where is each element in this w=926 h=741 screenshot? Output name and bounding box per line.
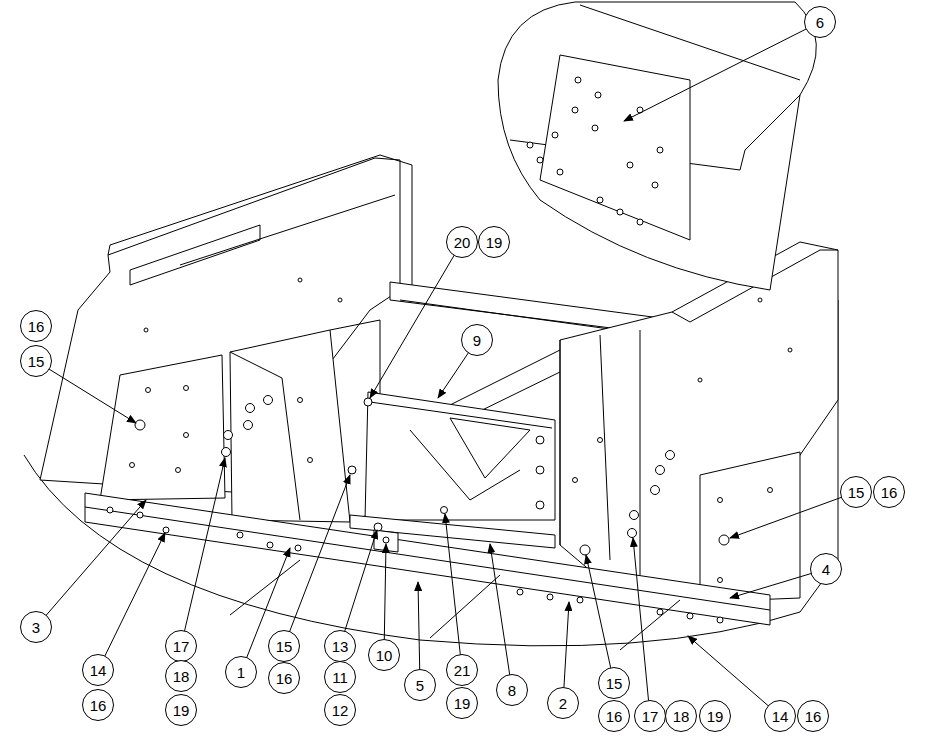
left-upright-bend	[230, 352, 300, 520]
left-gusset	[130, 225, 260, 285]
center-v	[410, 430, 520, 500]
callout-circle: 17	[634, 700, 666, 732]
callout-number: 13	[332, 639, 349, 654]
callout-circle: 16	[20, 310, 52, 342]
callout-circle: 15	[20, 345, 52, 377]
callout-number: 16	[805, 709, 822, 724]
callout-number: 20	[454, 235, 471, 250]
callout-number: 16	[606, 709, 623, 724]
callout-number: 16	[28, 319, 45, 334]
callout-circle: 5	[404, 669, 436, 701]
callout-number: 12	[332, 703, 349, 718]
callout-circle: 8	[496, 674, 528, 706]
callout-circle: 18	[165, 660, 197, 692]
callout-circle: 3	[20, 611, 52, 643]
callout-circle: 4	[810, 553, 842, 585]
callout-number: 6	[816, 15, 824, 30]
callout-circle: 19	[478, 226, 510, 258]
callout-number: 19	[173, 703, 190, 718]
callout-number: 15	[28, 354, 45, 369]
callout-circle: 19	[446, 687, 478, 719]
callout-circle: 17	[165, 630, 197, 662]
callout-number: 15	[848, 485, 865, 500]
callout-number: 11	[332, 670, 348, 685]
center-plate	[365, 392, 555, 520]
bottom-beam-edge	[85, 507, 770, 610]
callout-number: 16	[90, 698, 107, 713]
callout-circle: 20	[446, 226, 478, 258]
callout-circle: 12	[324, 694, 356, 726]
callout-number: 8	[508, 683, 516, 698]
callout-number: 21	[454, 663, 471, 678]
callout-number: 9	[473, 333, 481, 348]
callout-circle: 1	[225, 656, 257, 688]
callout-circle: 15	[598, 667, 630, 699]
callout-number: 3	[32, 620, 40, 635]
left-upright	[230, 330, 350, 522]
callout-circle: 14	[82, 654, 114, 686]
callout-number: 15	[606, 676, 623, 691]
callout-number: 19	[707, 709, 724, 724]
callout-circle: 18	[665, 700, 697, 732]
callout-number: 19	[454, 696, 471, 711]
callout-circle: 10	[368, 639, 400, 671]
bottom-beam	[85, 493, 770, 625]
callout-circle: 2	[547, 687, 579, 719]
callout-number: 14	[90, 663, 107, 678]
callout-number: 4	[822, 562, 830, 577]
center-cutout	[450, 418, 530, 478]
right-upright-edge	[640, 330, 641, 580]
left-plate	[100, 355, 225, 500]
callout-number: 16	[881, 485, 898, 500]
callout-number: 15	[276, 639, 293, 654]
callout-number: 5	[416, 678, 424, 693]
callout-circle: 13	[324, 630, 356, 662]
callout-circle: 16	[873, 476, 905, 508]
callout-circle: 16	[268, 662, 300, 694]
callout-number: 2	[559, 696, 567, 711]
callout-number: 18	[173, 669, 190, 684]
leader-lines	[36, 22, 856, 716]
callout-circle: 11	[324, 661, 356, 693]
callout-number: 19	[486, 235, 503, 250]
callout-number: 16	[276, 671, 293, 686]
callout-circle: 14	[764, 700, 796, 732]
callout-circle: 19	[699, 700, 731, 732]
detail-inset	[498, 2, 816, 290]
callout-circle: 15	[268, 630, 300, 662]
callout-circle: 21	[446, 654, 478, 686]
callout-circle: 19	[165, 694, 197, 726]
holes-and-bolts	[107, 278, 792, 623]
right-plate	[700, 452, 800, 602]
callout-circle: 16	[797, 700, 829, 732]
callout-circle: 6	[804, 6, 836, 38]
callout-number: 17	[173, 639, 190, 654]
callout-number: 10	[376, 648, 393, 663]
callout-number: 17	[642, 709, 659, 724]
callout-number: 18	[673, 709, 690, 724]
callout-circle: 15	[840, 476, 872, 508]
left-flange	[108, 155, 412, 300]
callout-circle: 16	[598, 700, 630, 732]
callout-number: 1	[237, 665, 245, 680]
callout-number: 14	[772, 709, 789, 724]
center-plate-flange	[370, 402, 552, 428]
left-rib	[180, 195, 395, 265]
right-inner-plate	[560, 335, 610, 560]
callout-circle: 9	[461, 324, 493, 356]
callout-circle: 16	[82, 689, 114, 721]
detail-plate	[540, 55, 690, 240]
